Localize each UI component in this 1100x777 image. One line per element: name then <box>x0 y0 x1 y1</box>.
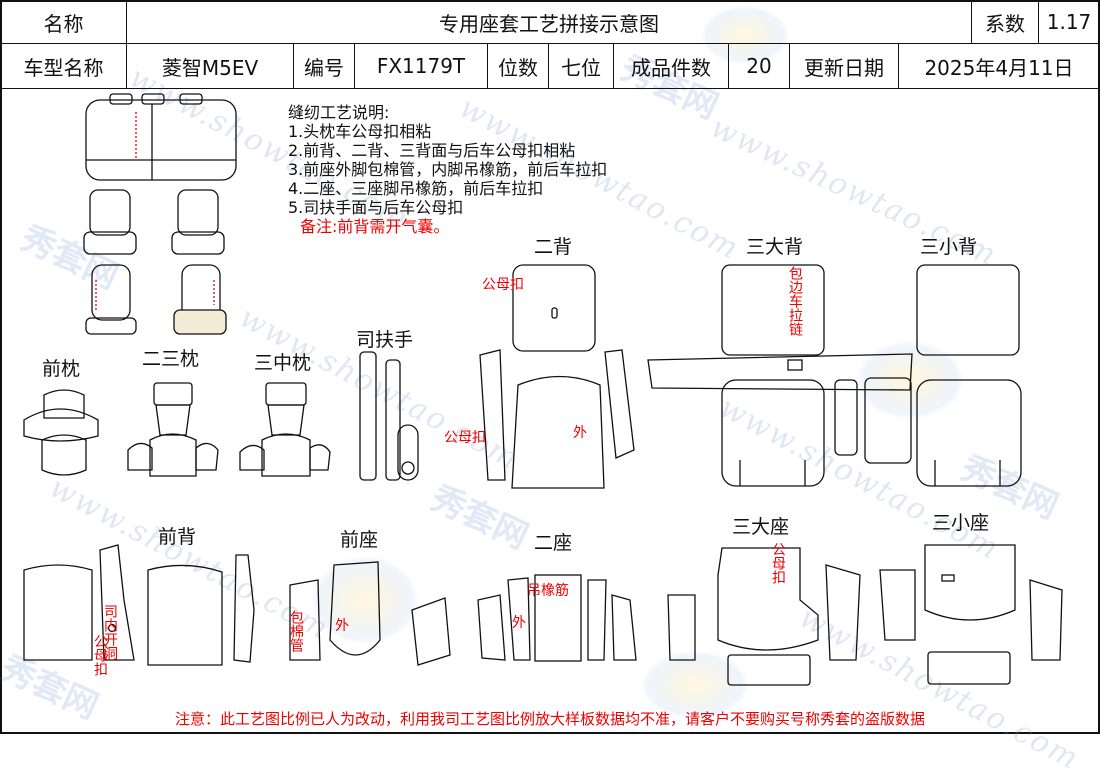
note-item: 3.前座外脚包棉管，内脚吊橡筋，前后车拉扣 <box>288 160 608 179</box>
code-value: FX1179T <box>354 43 488 89</box>
third-middle-headrest-pattern <box>239 382 331 477</box>
note-item: 5.司扶手面与后车公母扣 <box>288 198 464 217</box>
note-item: 4.二座、三座脚吊橡筋，前后车拉扣 <box>288 179 544 198</box>
pieces-value: 20 <box>728 43 790 89</box>
notes-title: 缝纫工艺说明: <box>288 103 390 122</box>
note-snap-button: 公母扣 <box>444 430 486 446</box>
third-big-seat-pattern <box>667 547 861 686</box>
front-back-pattern <box>23 544 255 666</box>
label-third-small-seat: 三小座 <box>932 512 990 534</box>
code-label: 编号 <box>293 43 355 89</box>
label-third-small-back: 三小背 <box>920 236 978 258</box>
note-outer: 外 <box>512 615 526 631</box>
label-second-back: 二背 <box>534 236 573 258</box>
coef-value: 1.17 <box>1038 0 1100 44</box>
pattern-drawing <box>23 93 1063 686</box>
note-snap-button: 公母扣 <box>92 634 108 676</box>
model-label: 车型名称 <box>0 43 127 89</box>
airbag-remark: 备注:前背需开气囊。 <box>300 217 450 236</box>
driver-armrest-pattern <box>359 351 419 481</box>
note-hem-zip: 包边车拉链 <box>787 266 803 336</box>
third-big-back-pattern <box>647 264 913 487</box>
note-foam-tube: 包棉管 <box>288 610 304 652</box>
header-table: 名称 专用座套工艺拼接示意图 系数 1.17 车型名称 菱智M5EV 编号 FX… <box>0 0 1100 89</box>
seat-overview-diagram <box>83 93 237 335</box>
note-outer: 外 <box>335 618 349 634</box>
second-seat-pattern <box>477 574 637 662</box>
label-third-big-seat: 三大座 <box>732 516 790 538</box>
third-small-seat-pattern <box>879 544 1063 685</box>
note-snap-button: 公母扣 <box>770 542 786 584</box>
label-driver-armrest: 司扶手 <box>356 329 414 351</box>
note-item: 1.头枕车公母扣相粘 <box>288 122 432 141</box>
label-front-back: 前背 <box>158 526 197 548</box>
seats-value: 七位 <box>548 43 614 89</box>
label-second-third-headrest: 二三枕 <box>142 348 200 370</box>
label-front-seat: 前座 <box>340 529 379 551</box>
front-headrest-pattern <box>23 389 99 476</box>
pieces-label: 成品件数 <box>613 43 729 89</box>
front-seat-pattern <box>289 561 451 666</box>
label-front-headrest: 前枕 <box>42 358 81 380</box>
disclaimer-footer: 注意：此工艺图比例已人为改动，利用我司工艺图比例放大样板数据均不准，请客户不要购… <box>174 710 925 728</box>
date-value: 2025年4月11日 <box>898 43 1100 89</box>
note-inner-hole: 司内开洞 <box>102 604 118 660</box>
label-second-seat: 二座 <box>534 532 573 554</box>
second-third-headrest-pattern <box>127 382 219 477</box>
label-third-big-back: 三大背 <box>746 236 804 258</box>
second-back-pattern <box>479 264 635 489</box>
note-outer: 外 <box>573 425 587 441</box>
sewing-notes: 缝纫工艺说明: 1.头枕车公母扣相粘 2.前背、二背、三背面与后车公母扣相粘 3… <box>288 103 607 236</box>
label-third-middle-headrest: 三中枕 <box>254 352 312 374</box>
third-small-back-pattern <box>864 264 1022 487</box>
note-snap-button: 公母扣 <box>482 277 524 293</box>
note-item: 2.前背、二背、三背面与后车公母扣相粘 <box>288 141 576 160</box>
note-elastic: 吊橡筋 <box>527 583 569 599</box>
date-label: 更新日期 <box>789 43 899 89</box>
